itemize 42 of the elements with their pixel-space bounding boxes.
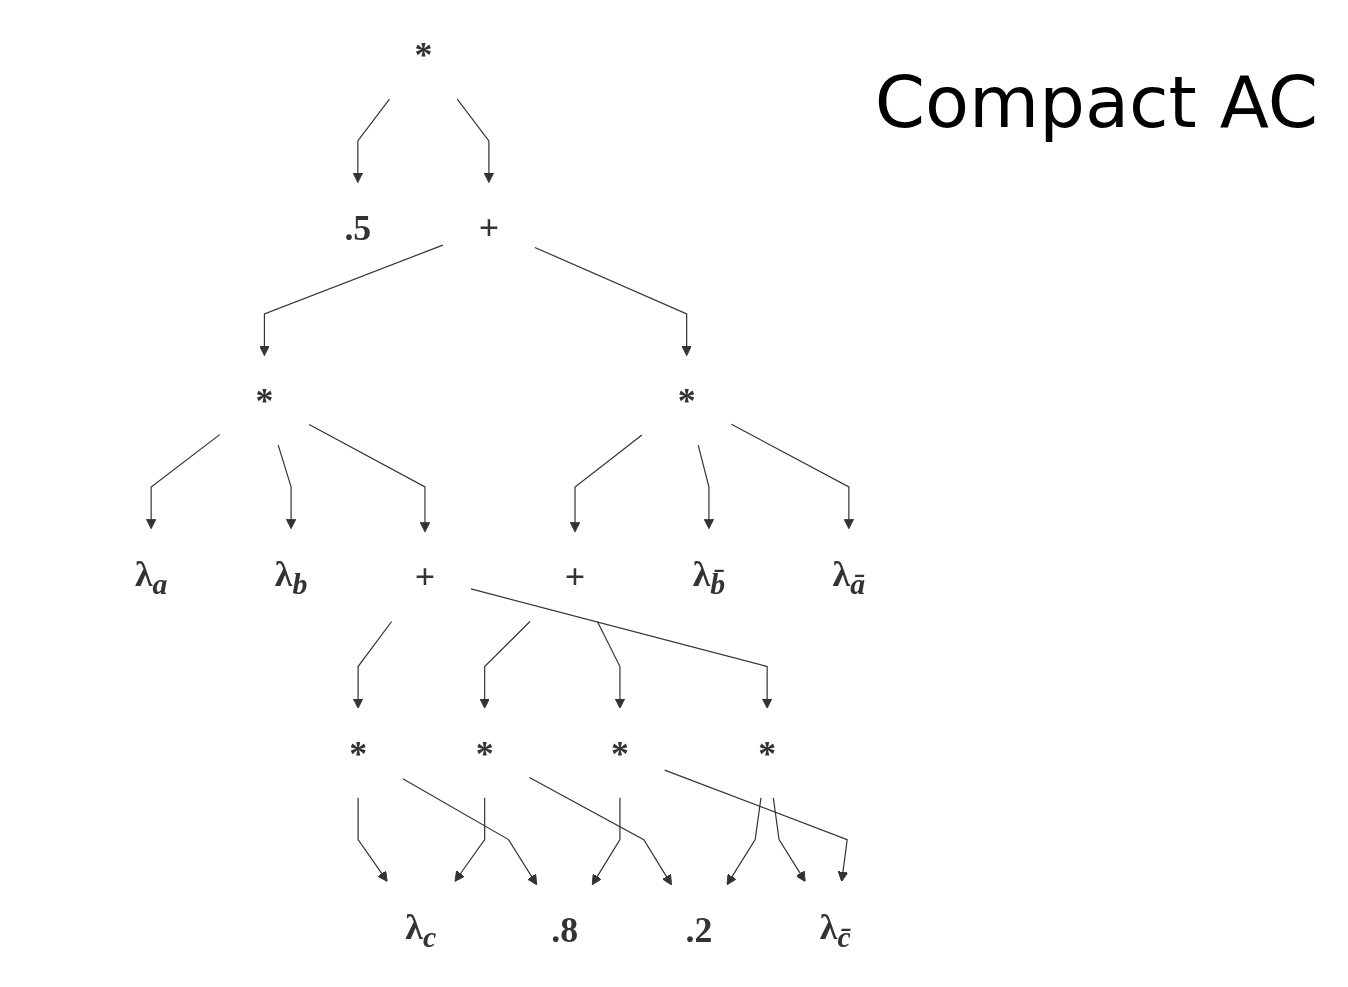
node-text: * [677,380,696,421]
arrow [726,797,762,886]
arrow [470,588,773,709]
arrow [697,444,715,530]
node-text: + [414,557,436,597]
title: Compact AC [874,60,1318,144]
arrow [591,797,621,886]
arrow [277,444,297,530]
node-text: λ$_{a}$ [134,553,168,601]
node-text: .2 [685,909,713,950]
arrow [456,98,495,184]
arrow [352,98,391,184]
node-text: * [475,733,494,773]
node-text: λ$_{ā}$ [832,553,866,601]
arrow [402,778,538,886]
arrow [357,797,388,882]
arrow [259,244,444,357]
arrow [569,434,643,533]
arrow [534,246,692,357]
arrow [528,776,672,886]
arrow [664,769,849,882]
arrow [454,797,486,882]
arrow [479,620,531,709]
arrow [730,423,855,530]
node-text: * [758,733,777,773]
node-text: λ$_{c̄}$ [819,906,851,953]
node-text: λ$_{c}$ [405,906,437,953]
arrow [308,423,431,533]
node-text: * [610,733,629,773]
arrow [352,620,393,709]
node-text: + [478,207,500,248]
node-text: * [414,34,433,74]
node-text: + [564,557,586,597]
arrow [145,434,221,530]
node-text: .8 [551,909,579,950]
node-text: λ$_{b̄}$ [692,553,726,601]
arrow [772,797,806,882]
arrow [596,620,626,709]
node-text: * [255,380,274,421]
node-text: λ$_{b}$ [274,553,308,601]
node-text: .5 [344,207,372,248]
node-text: * [349,733,368,773]
